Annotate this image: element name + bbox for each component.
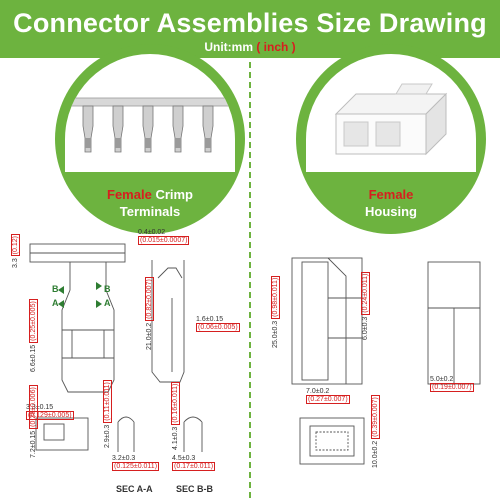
label-b-right: B [104,284,111,294]
housing-drawings [291,257,481,465]
dim-21-in: (0.82±0.007) [145,277,154,321]
dim-6-0-mm: 6.0±0.3 [362,316,369,340]
dim-7-0-in: (0.27±0.007) [306,395,350,404]
label-b-left: B [52,284,59,294]
unit-suffix: ( inch ) [256,40,296,54]
dim-21: 21.0±0.2 (0.82±0.007) [145,277,154,350]
dim-6-0: 6.0±0.3 (0.24±0.011) [361,271,370,340]
dim-7-0: 7.0±0.2 (0.27±0.007) [306,388,350,404]
dim-3-3b-in: (0.129±0.005) [26,411,74,420]
dim-10-mm: 10.0±0.2 [372,440,379,468]
dim-4-5: 4.5±0.3 (0.17±0.011) [172,455,216,471]
dim-5-0-mm: 5.0±0.2 [430,376,454,383]
terminal-drawings: B A B A [29,243,203,452]
dim-0-4-in: (0.015±0.0007) [138,236,190,245]
dim-2-0-in: (0.28±0.006) [29,385,38,429]
unit-prefix: Unit:mm [204,40,253,54]
dim-2-0: 7.2±0.15 (0.28±0.006) [29,385,38,458]
dim-4-1-in: (0.16±0.011) [171,381,180,425]
dim-2-9: 2.9±0.3 (0.11±0.011) [103,380,112,448]
terminals-label: Female Crimp Terminals [55,186,245,220]
dim-3-2-in: (0.125±0.011) [112,462,160,471]
dim-1-6-mm: 1.6±0.15 [196,316,224,323]
dim-3-3-mm: 3.3 [12,258,19,268]
dim-6-6-in: (0.25±0.005) [29,299,38,343]
housing-label-word: Housing [365,204,417,219]
dim-7-0-mm: 7.0±0.2 [306,388,330,395]
dim-6-6-mm: 6.6±0.15 [30,344,37,372]
terminals-label-word2: Terminals [119,204,181,219]
dim-3-2: 3.2±0.3 (0.125±0.011) [112,455,160,471]
dim-0-4: 0.4±0.02 (0.015±0.0007) [138,229,190,245]
dim-3-3b-mm: 3.3±0.15 [26,404,54,411]
dim-1-6: 1.6±0.15 (0.06±0.005) [196,316,240,332]
dim-0-4-mm: 0.4±0.02 [138,229,166,236]
dim-4-1-mm: 4.1±0.3 [172,426,179,450]
terminals-label-word: Crimp [155,187,193,202]
dim-25: 25.0±0.3 (0.98±0.011) [271,275,280,348]
dim-5-0: 5.0±0.2 (0.19±0.007) [430,376,474,392]
dim-2-9-mm: 2.9±0.3 [104,424,111,448]
dim-5-0-in: (0.19±0.007) [430,383,474,392]
dim-2-0-mm: 7.2±0.15 [30,430,37,458]
dim-4-5-in: (0.17±0.011) [172,462,216,471]
dim-4-1: 4.1±0.3 (0.16±0.011) [171,381,180,450]
dim-3-3b: 3.3±0.15 (0.129±0.005) [26,404,74,420]
dim-6-0-in: (0.24±0.011) [361,271,370,315]
dim-6-6: 6.6±0.15 (0.25±0.005) [29,299,38,372]
terminals-label-red: Female [107,187,152,202]
label-a-left: A [52,298,59,308]
label-a-right: A [104,298,111,308]
housing-label: Female Housing [296,186,486,220]
center-divider [249,62,251,498]
dim-3-2-mm: 3.2±0.3 [112,455,136,462]
dim-3-3-in: (0.12) [11,234,20,257]
housing-badge: Female Housing [296,44,486,234]
dim-3-3: 3.3 (0.12) [11,234,20,268]
housing-image [334,83,448,156]
dim-25-in: (0.98±0.011) [271,275,280,319]
dim-2-9-in: (0.11±0.011) [103,380,112,423]
sec-bb-label: SEC B-B [176,484,214,494]
page-title: Connector Assemblies Size Drawing [13,8,487,38]
crimp-terminals-image [69,97,231,153]
dim-10-in: (0.39±0.007) [371,395,380,439]
dim-10: 10.0±0.2 (0.39±0.007) [371,395,380,468]
sec-aa-label: SEC A-A [116,484,153,494]
terminals-photo [65,54,235,172]
housing-photo [306,54,476,172]
terminals-badge: Female Crimp Terminals [55,44,245,234]
dim-4-5-mm: 4.5±0.3 [172,455,196,462]
housing-label-red: Female [368,187,414,202]
dim-21-mm: 21.0±0.2 [146,322,153,350]
unit-subtitle: Unit:mm ( inch ) [0,40,500,54]
dim-1-6-in: (0.06±0.005) [196,323,240,332]
dim-25-mm: 25.0±0.3 [272,320,279,348]
